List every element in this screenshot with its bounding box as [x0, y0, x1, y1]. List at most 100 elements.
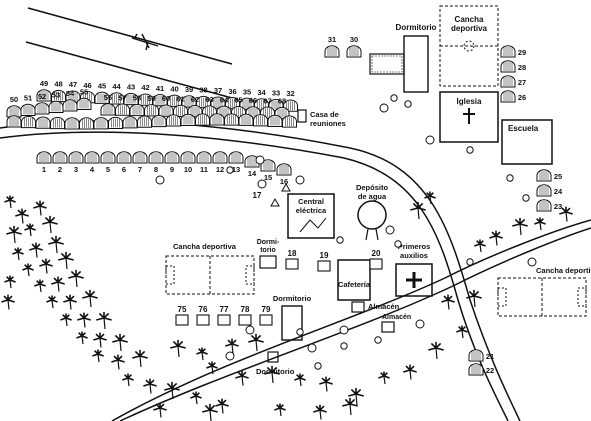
house-number: 21 [486, 352, 494, 361]
house-number: 46 [83, 81, 91, 90]
house-number: 65 [234, 96, 242, 105]
house-number: 3 [74, 165, 78, 174]
hut-icon [173, 104, 188, 117]
hut-icon [76, 97, 92, 110]
hut-icon [152, 94, 168, 107]
escuela-label: Escuela [508, 124, 539, 133]
palm-tree-icon [466, 289, 482, 308]
bush-icon [425, 135, 435, 145]
hut-icon [108, 116, 123, 129]
house-number: 62 [191, 95, 199, 104]
casa-label-2: reuniones [310, 119, 346, 128]
hut-icon [267, 114, 283, 127]
hut-icon [282, 115, 297, 128]
hut-icon [166, 114, 181, 127]
palm-tree-icon [559, 206, 573, 222]
house-number: 26 [518, 93, 526, 102]
deposito-label-1: Depósito [356, 183, 389, 192]
hut-icon [187, 105, 203, 118]
bush-icon [466, 258, 474, 266]
building-number: 76 [199, 305, 208, 314]
hut-icon [500, 60, 516, 73]
palm-tree-icon [82, 289, 98, 308]
hut-icon [6, 115, 22, 128]
palm-tree-icon [143, 378, 157, 394]
bush-icon [506, 174, 514, 182]
house-number: 29 [518, 48, 526, 57]
palm-tree-icon [196, 347, 208, 361]
house-number: 23 [554, 202, 562, 211]
palm-tree-icon [424, 191, 436, 205]
hut-icon [84, 151, 100, 164]
house-number: 59 [147, 94, 155, 103]
house-number: 42 [141, 83, 149, 92]
palm-tree-icon [48, 235, 64, 254]
hut-icon [196, 151, 212, 164]
palm-tree-icon [4, 275, 16, 289]
palm-tree-icon [15, 208, 29, 224]
house-number: 9 [170, 165, 174, 174]
bush-icon [527, 257, 537, 267]
hut-icon [68, 151, 84, 164]
palm-tree-icon [24, 223, 36, 237]
house-number: 28 [518, 63, 526, 72]
bush-icon [225, 351, 235, 361]
house-number: 36 [228, 87, 236, 96]
palm-tree-icon [46, 295, 58, 309]
bush-icon [257, 179, 267, 189]
dormitorio-mid: Dormitorio [273, 294, 312, 341]
bush-icon [379, 103, 389, 113]
house-number: 6 [122, 165, 126, 174]
cancha-deportiva-top: Cancha deportiva [439, 5, 499, 87]
hut-icon [158, 104, 174, 117]
palm-tree-icon [248, 333, 264, 352]
house-number: 56 [104, 93, 112, 102]
house-number: 41 [156, 84, 164, 93]
primeros-label-1: Primeros [398, 242, 431, 251]
house-number: 7 [138, 165, 142, 174]
palm-tree-icon [132, 349, 148, 368]
palm-tree-icon [122, 373, 134, 387]
bush-icon [296, 328, 304, 336]
palm-tree-icon [60, 313, 72, 327]
palm-tree-icon [264, 365, 280, 384]
small-building-icon [238, 314, 252, 326]
palm-tree-icon [428, 341, 444, 360]
bush-icon [340, 342, 348, 350]
casa-label-1: Casa de [310, 110, 339, 119]
hut-icon [180, 113, 196, 126]
hut-icon [536, 184, 552, 197]
palm-tree-icon [33, 200, 47, 216]
hut-icon [132, 151, 148, 164]
escuela-building: Escuela [501, 119, 553, 165]
airplane-icon [131, 33, 159, 51]
bush-icon [522, 194, 530, 202]
palm-tree-icon [112, 333, 128, 352]
house-number: 63 [205, 95, 213, 104]
house-number: 52 [38, 92, 46, 101]
building-number: 79 [262, 305, 271, 314]
almacen-1: Almacén [351, 301, 400, 313]
house-number: 50 [10, 95, 18, 104]
hut-icon [536, 169, 552, 182]
house-number: 34 [257, 88, 266, 97]
almacen-1-label: Almacén [368, 302, 400, 311]
house-number: 48 [54, 80, 62, 89]
bush-icon [295, 175, 305, 185]
cancha-right-label: Cancha deportiva [536, 266, 591, 275]
building-number: 18 [288, 249, 297, 258]
palm-tree-icon [294, 373, 306, 387]
hut-icon [122, 116, 138, 129]
bush-icon [307, 343, 317, 353]
bush-icon [415, 319, 425, 329]
house-number: 64 [220, 95, 229, 104]
hut-icon [276, 163, 292, 176]
hut-icon [21, 115, 36, 129]
hut-icon [225, 97, 240, 110]
hut-icon [137, 115, 152, 128]
palm-tree-icon [225, 338, 239, 354]
hut-icon [209, 113, 225, 126]
house-number: 1 [42, 165, 46, 174]
hut-icon [238, 113, 254, 126]
